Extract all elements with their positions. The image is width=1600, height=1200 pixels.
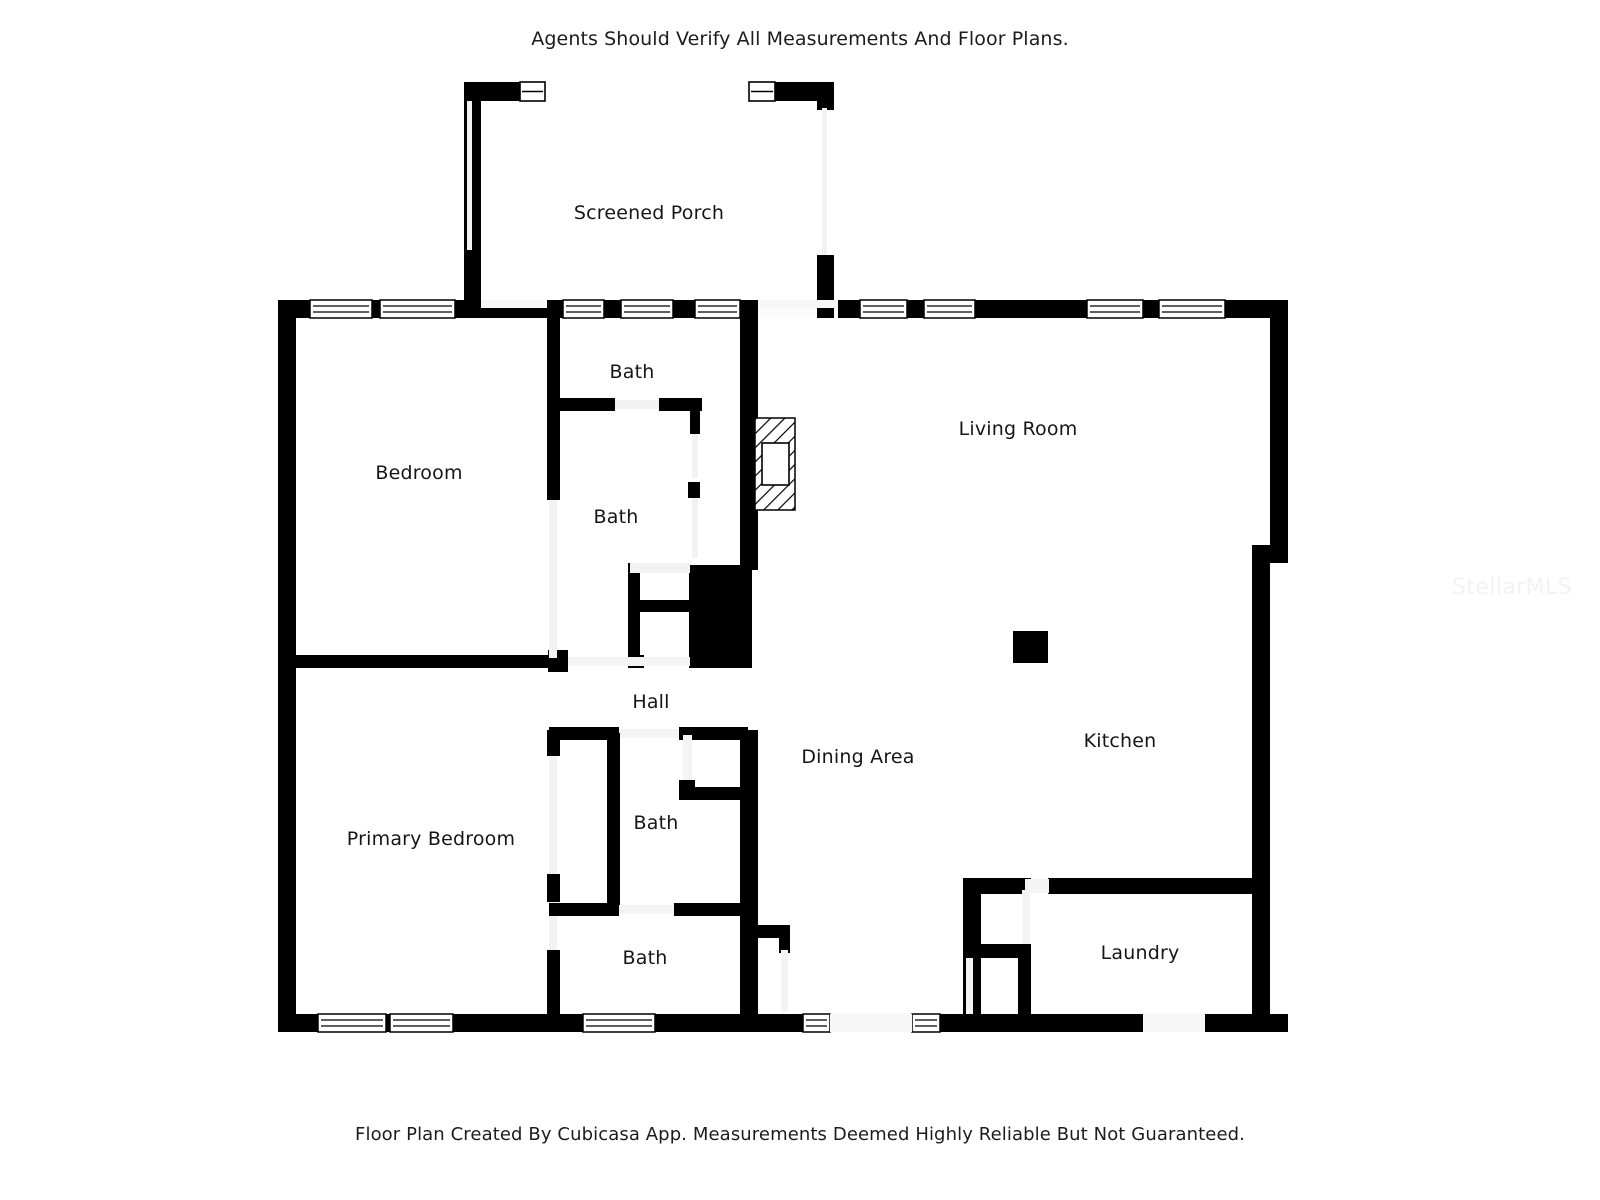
porch-window-right (748, 81, 776, 102)
room-label-screened-porch: Screened Porch (573, 202, 725, 224)
porch-window-left (519, 81, 546, 102)
screened-porch-walls (464, 81, 834, 310)
footer-disclaimer: Floor Plan Created By Cubicasa App. Meas… (355, 1124, 1245, 1145)
room-label-bath-primary: Bath (633, 812, 679, 834)
window (582, 1013, 656, 1033)
window (802, 1013, 831, 1033)
room-label-hall: Hall (632, 691, 670, 713)
window (1086, 299, 1144, 319)
window (694, 299, 741, 319)
room-label-kitchen: Kitchen (1083, 730, 1157, 752)
window (309, 299, 373, 319)
structural-column (1013, 631, 1048, 663)
opening-hints (481, 300, 838, 308)
window (379, 299, 456, 319)
room-label-living-room: Living Room (958, 418, 1078, 440)
window (859, 299, 908, 319)
room-label-bedroom: Bedroom (375, 462, 463, 484)
window (389, 1013, 454, 1033)
window (911, 1013, 941, 1033)
bottom-wall-openings (317, 1013, 1205, 1033)
window (562, 299, 605, 319)
interior-walls (288, 300, 1264, 1032)
room-label-bath-lower: Bath (622, 947, 668, 969)
window (1158, 299, 1226, 319)
window (620, 299, 674, 319)
header-disclaimer: Agents Should Verify All Measurements An… (531, 28, 1069, 50)
fireplace-icon (754, 417, 796, 511)
room-label-bath-mid: Bath (593, 506, 639, 528)
window (317, 1013, 387, 1033)
room-label-laundry: Laundry (1100, 942, 1180, 964)
window (923, 299, 976, 319)
stellarmls-watermark: StellarMLS (1452, 575, 1573, 600)
room-label-dining-area: Dining Area (801, 746, 915, 768)
top-wall-segments (278, 250, 1288, 319)
room-label-bath-upper: Bath (609, 361, 655, 383)
room-label-primary-bedroom: Primary Bedroom (346, 828, 516, 850)
